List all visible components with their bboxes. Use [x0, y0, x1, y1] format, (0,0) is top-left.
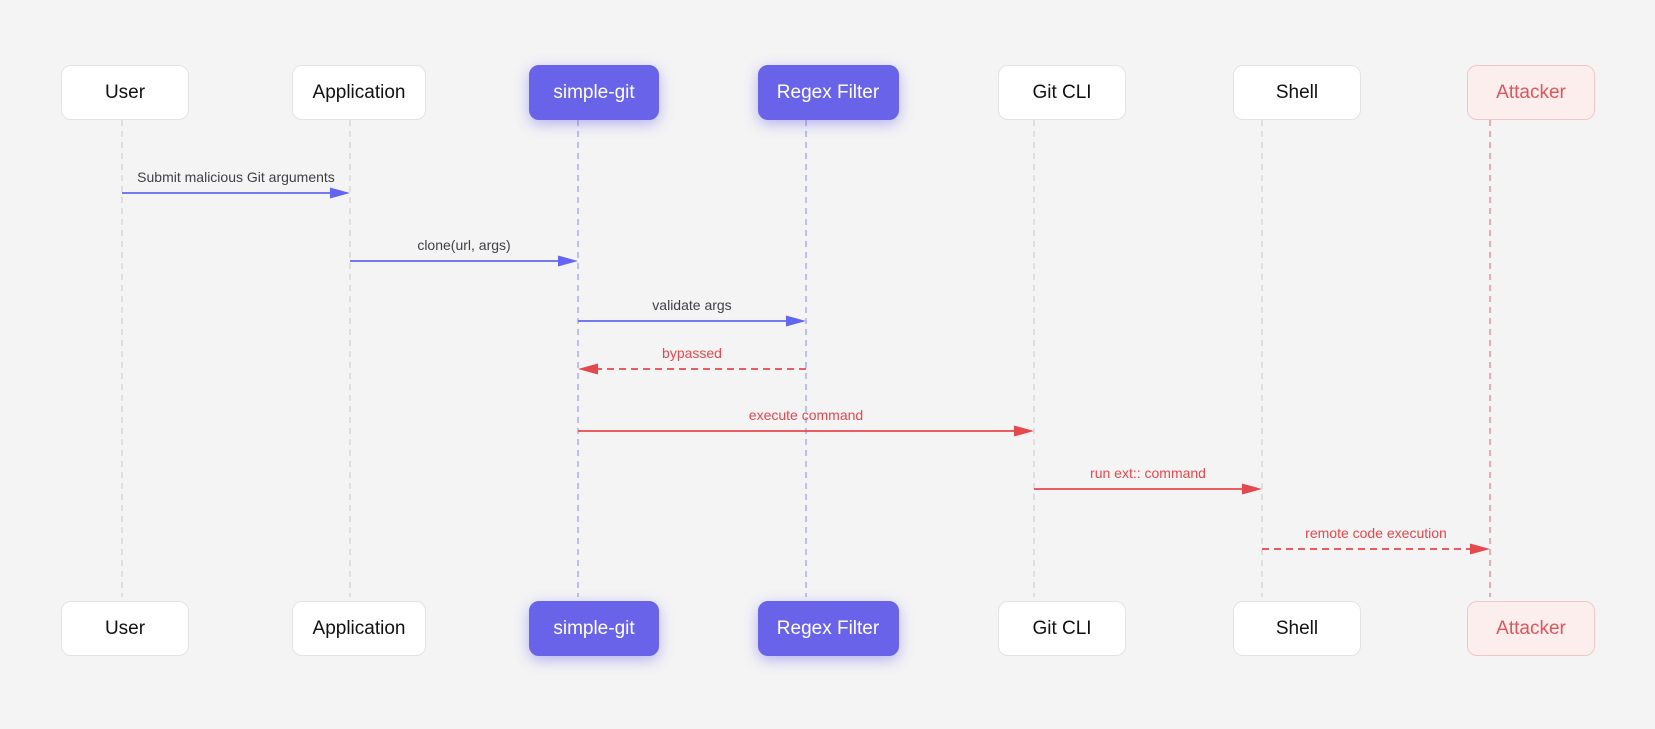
- actor-label: Shell: [1275, 617, 1319, 639]
- actor-label: Application: [312, 81, 406, 103]
- actor-attacker-bottom: Attacker: [1467, 601, 1595, 656]
- arrowhead-2: [558, 255, 578, 267]
- arrowhead-5: [1014, 425, 1034, 437]
- actor-regex-filter-bottom: Regex Filter: [757, 601, 899, 656]
- actor-shell-top: Shell: [1233, 65, 1361, 120]
- message-label-4: bypassed: [662, 345, 722, 361]
- actor-application-bottom: Application: [292, 601, 426, 656]
- actor-simple-git-bottom: simple-git: [529, 601, 659, 656]
- actor-label: Attacker: [1496, 617, 1566, 639]
- actor-label: Git CLI: [1032, 617, 1092, 639]
- arrowhead-4: [578, 363, 598, 375]
- message-label-3: validate args: [652, 297, 732, 313]
- message-label-6: run ext:: command: [1090, 465, 1206, 481]
- actor-regex-filter-top: Regex Filter: [757, 65, 899, 120]
- actor-git-cli-bottom: Git CLI: [998, 601, 1126, 656]
- actor-label: simple-git: [553, 617, 635, 639]
- actor-shell-bottom: Shell: [1233, 601, 1361, 656]
- arrowhead-7: [1470, 543, 1490, 555]
- actor-label: simple-git: [553, 81, 635, 103]
- actor-label: Git CLI: [1032, 81, 1092, 103]
- actor-label: Regex Filter: [776, 617, 880, 639]
- arrowhead-6: [1242, 483, 1262, 495]
- actor-label: Application: [312, 617, 406, 639]
- arrowhead-1: [330, 187, 350, 199]
- actor-attacker-top: Attacker: [1467, 65, 1595, 120]
- actor-git-cli-top: Git CLI: [998, 65, 1126, 120]
- arrowhead-3: [786, 315, 806, 327]
- message-label-5: execute command: [748, 407, 864, 423]
- actor-label: Attacker: [1496, 81, 1566, 103]
- message-label-1: Submit malicious Git arguments: [137, 169, 335, 185]
- actor-simple-git-top: simple-git: [529, 65, 659, 120]
- actor-label: User: [104, 617, 146, 639]
- actor-application-top: Application: [292, 65, 426, 120]
- message-label-2: clone(url, args): [417, 237, 511, 253]
- actor-label: Shell: [1275, 81, 1319, 103]
- actor-user-bottom: User: [61, 601, 189, 656]
- message-label-7: remote code execution: [1305, 525, 1447, 541]
- actor-label: User: [104, 81, 146, 103]
- actor-label: Regex Filter: [776, 81, 880, 103]
- actor-user-top: User: [61, 65, 189, 120]
